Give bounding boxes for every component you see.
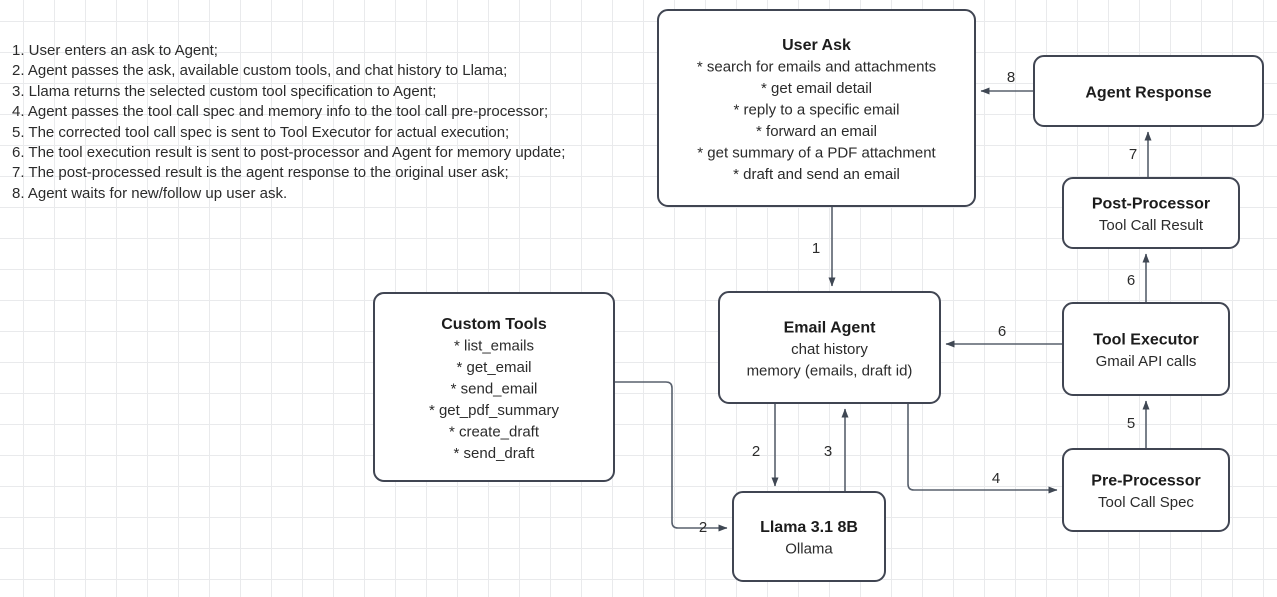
node-title: Email Agent bbox=[784, 319, 877, 336]
node-detail-line: * draft and send an email bbox=[733, 166, 900, 183]
node-box[interactable] bbox=[732, 491, 886, 582]
node-box[interactable] bbox=[1062, 302, 1230, 396]
node-detail-line: * get_email bbox=[456, 359, 531, 376]
node-title: User Ask bbox=[782, 37, 851, 54]
edge-label: 7 bbox=[1129, 146, 1137, 163]
node-detail-line: chat history bbox=[791, 341, 868, 358]
edge-label: 6 bbox=[998, 323, 1006, 340]
node-title: Pre-Processor bbox=[1091, 473, 1200, 490]
node-detail-line: Gmail API calls bbox=[1096, 353, 1197, 370]
node-detail-line: Tool Call Result bbox=[1099, 217, 1204, 234]
node-box[interactable] bbox=[657, 9, 976, 207]
node-box[interactable] bbox=[718, 291, 941, 404]
node-detail-line: * reply to a specific email bbox=[734, 101, 900, 118]
edge-label: 4 bbox=[992, 470, 1000, 487]
nodes-layer: User Ask * search for emails and attachme… bbox=[373, 9, 1264, 582]
node-box[interactable] bbox=[1062, 177, 1240, 249]
legend-line: 6. The tool execution result is sent to … bbox=[12, 144, 566, 162]
node-agent-response[interactable]: Agent Response bbox=[1033, 55, 1264, 127]
edges-layer: 1 2 2 3 4 5 6 6 7 8 bbox=[614, 69, 1152, 536]
edge-label: 5 bbox=[1127, 415, 1135, 432]
node-llama[interactable]: Llama 3.1 8B Ollama bbox=[732, 491, 886, 582]
node-detail-line: * get_pdf_summary bbox=[429, 402, 560, 419]
edge-custom-tools-to-llama: 2 bbox=[614, 381, 728, 536]
node-title: Tool Executor bbox=[1093, 332, 1199, 349]
legend-line: 3. Llama returns the selected custom too… bbox=[12, 82, 437, 100]
edge-post-processor-to-agent-response: 7 bbox=[1129, 131, 1152, 178]
edge-label: 2 bbox=[752, 443, 760, 460]
node-title: Agent Response bbox=[1085, 84, 1211, 101]
legend-line: 7. The post-processed result is the agen… bbox=[12, 164, 509, 182]
edge-pre-processor-to-tool-executor: 5 bbox=[1127, 400, 1150, 449]
node-detail-line: * create_draft bbox=[449, 423, 540, 440]
node-detail-line: * get email detail bbox=[761, 80, 872, 97]
node-detail-line: * search for emails and attachments bbox=[697, 58, 936, 75]
edge-label: 8 bbox=[1007, 69, 1015, 86]
edge-tool-executor-to-post-processor: 6 bbox=[1127, 253, 1150, 303]
edge-agent-response-to-user-ask: 8 bbox=[980, 69, 1034, 95]
legend-line: 8. Agent waits for new/follow up user as… bbox=[12, 184, 288, 202]
edge-line bbox=[907, 403, 1058, 494]
edge-llama-to-email-agent: 3 bbox=[824, 408, 849, 492]
edge-label: 2 bbox=[699, 519, 707, 536]
node-title: Post-Processor bbox=[1092, 196, 1210, 213]
node-custom-tools[interactable]: Custom Tools * list_emails * get_email * se… bbox=[373, 292, 615, 482]
node-user-ask[interactable]: User Ask * search for emails and attachme… bbox=[657, 9, 976, 207]
edge-email-agent-to-llama: 2 bbox=[752, 403, 779, 487]
legend-line: 1. User enters an ask to Agent; bbox=[12, 42, 218, 59]
legend-line: 4. Agent passes the tool call spec and m… bbox=[12, 103, 549, 121]
edge-line bbox=[614, 381, 728, 532]
node-detail-line: * list_emails bbox=[454, 337, 534, 354]
node-detail-line: * send_draft bbox=[454, 445, 536, 462]
node-detail-line: * send_email bbox=[451, 380, 538, 397]
node-box[interactable] bbox=[1062, 448, 1230, 532]
edge-label: 6 bbox=[1127, 272, 1135, 289]
node-detail-line: memory (emails, draft id) bbox=[747, 362, 913, 379]
edge-label: 1 bbox=[812, 240, 820, 257]
node-title: Custom Tools bbox=[441, 316, 547, 333]
node-title: Llama 3.1 8B bbox=[760, 519, 858, 536]
node-detail-line: * get summary of a PDF attachment bbox=[697, 144, 936, 161]
legend-line: 2. Agent passes the ask, available custo… bbox=[12, 62, 508, 80]
legend-steps: 1. User enters an ask to Agent; 2. Agent… bbox=[12, 41, 565, 204]
edge-label: 3 bbox=[824, 443, 832, 460]
edge-tool-executor-to-email-agent: 6 bbox=[945, 323, 1063, 348]
node-detail-line: * forward an email bbox=[756, 123, 877, 140]
node-detail-line: Ollama bbox=[785, 541, 833, 558]
legend-line: 5. The corrected tool call spec is sent … bbox=[12, 123, 510, 141]
edge-email-agent-to-pre-processor: 4 bbox=[907, 403, 1058, 494]
node-email-agent[interactable]: Email Agent chat history memory (emails, d… bbox=[718, 291, 941, 404]
edge-user-ask-to-email-agent: 1 bbox=[812, 206, 836, 287]
node-box[interactable] bbox=[373, 292, 615, 482]
node-box[interactable] bbox=[1033, 55, 1264, 127]
node-detail-line: Tool Call Spec bbox=[1098, 494, 1194, 511]
